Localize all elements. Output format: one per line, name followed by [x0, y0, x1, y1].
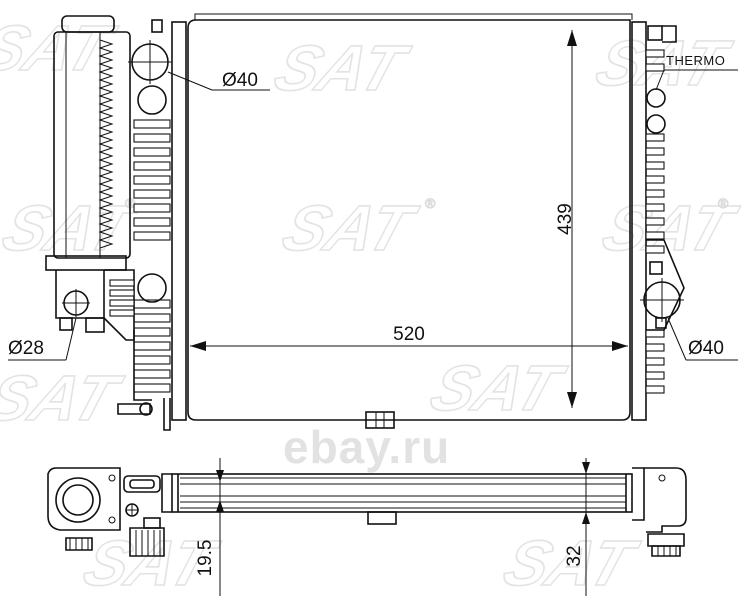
- left-tank-edge: [171, 21, 187, 421]
- watermark-brand: SAT: [0, 192, 145, 263]
- upper-secondary-port: [137, 85, 167, 115]
- side-depth-a-dimension: 19.5: [195, 540, 216, 577]
- watermark-registered-mark: ®: [718, 195, 729, 211]
- side-right-fitting: [647, 533, 685, 547]
- outlet-diameter-label: Ø40: [688, 338, 724, 359]
- radiator-core: [187, 19, 631, 421]
- right-outlet-bracket: [646, 239, 685, 331]
- width-dimension: 520: [393, 324, 425, 345]
- side-dimensions: 19.5 32: [195, 458, 590, 596]
- watermark-brand: SAT: [75, 527, 226, 598]
- watermark-site: ebay.ru: [283, 421, 450, 473]
- side-left-port: [55, 477, 101, 523]
- watermark-brand: SAT: [495, 527, 646, 598]
- drain-tube: [163, 398, 171, 431]
- right-tank: [631, 21, 685, 421]
- tank-lower-block: [55, 270, 105, 319]
- watermark-registered-mark: ®: [425, 195, 436, 211]
- watermark-brand: SAT: [266, 32, 417, 103]
- side-depth-b-dimension: 32: [564, 545, 585, 566]
- watermark-brand: SAT: [422, 352, 573, 423]
- inlet-diameter-label: Ø40: [222, 70, 258, 91]
- lower-bracket: [133, 330, 152, 401]
- height-dimension: 439: [555, 203, 576, 235]
- watermark-brand: SAT: [588, 27, 739, 98]
- side-left-header: [47, 467, 121, 531]
- front-dimensions: 439 520 Ø40 Ø28 Ø40 THERMO: [8, 30, 738, 408]
- radiator-front-view: [187, 13, 633, 429]
- left-tank: [117, 19, 187, 431]
- watermark-brand: SAT: [274, 192, 425, 263]
- side-core-body: [171, 473, 633, 513]
- thermo-label: THERMO: [666, 53, 725, 68]
- top-tank-notch: [194, 13, 633, 20]
- tank-mount-arm: [103, 269, 135, 341]
- tank-base: [45, 255, 127, 271]
- side-left-fitting: [65, 537, 93, 551]
- expansion-tank: [45, 15, 135, 341]
- lower-secondary-port: [137, 273, 167, 303]
- thermo-mount: [662, 25, 677, 43]
- bottom-center-bracket: [365, 411, 395, 429]
- small-port-diameter-label: Ø28: [8, 338, 44, 359]
- side-center-bracket: [367, 511, 397, 525]
- radiator-side-view: [47, 467, 687, 557]
- tank-mount-fins: [109, 279, 135, 317]
- watermark-layer: SAT SAT SAT SAT SAT SAT SAT SAT SAT SAT …: [0, 12, 745, 600]
- drain-plug: [117, 403, 151, 415]
- watermark-brand: SAT: [0, 362, 130, 433]
- left-tank-fins: [133, 119, 171, 393]
- right-tank-fins: [645, 49, 665, 394]
- side-right-header: [644, 467, 687, 533]
- tank-body: [53, 31, 131, 259]
